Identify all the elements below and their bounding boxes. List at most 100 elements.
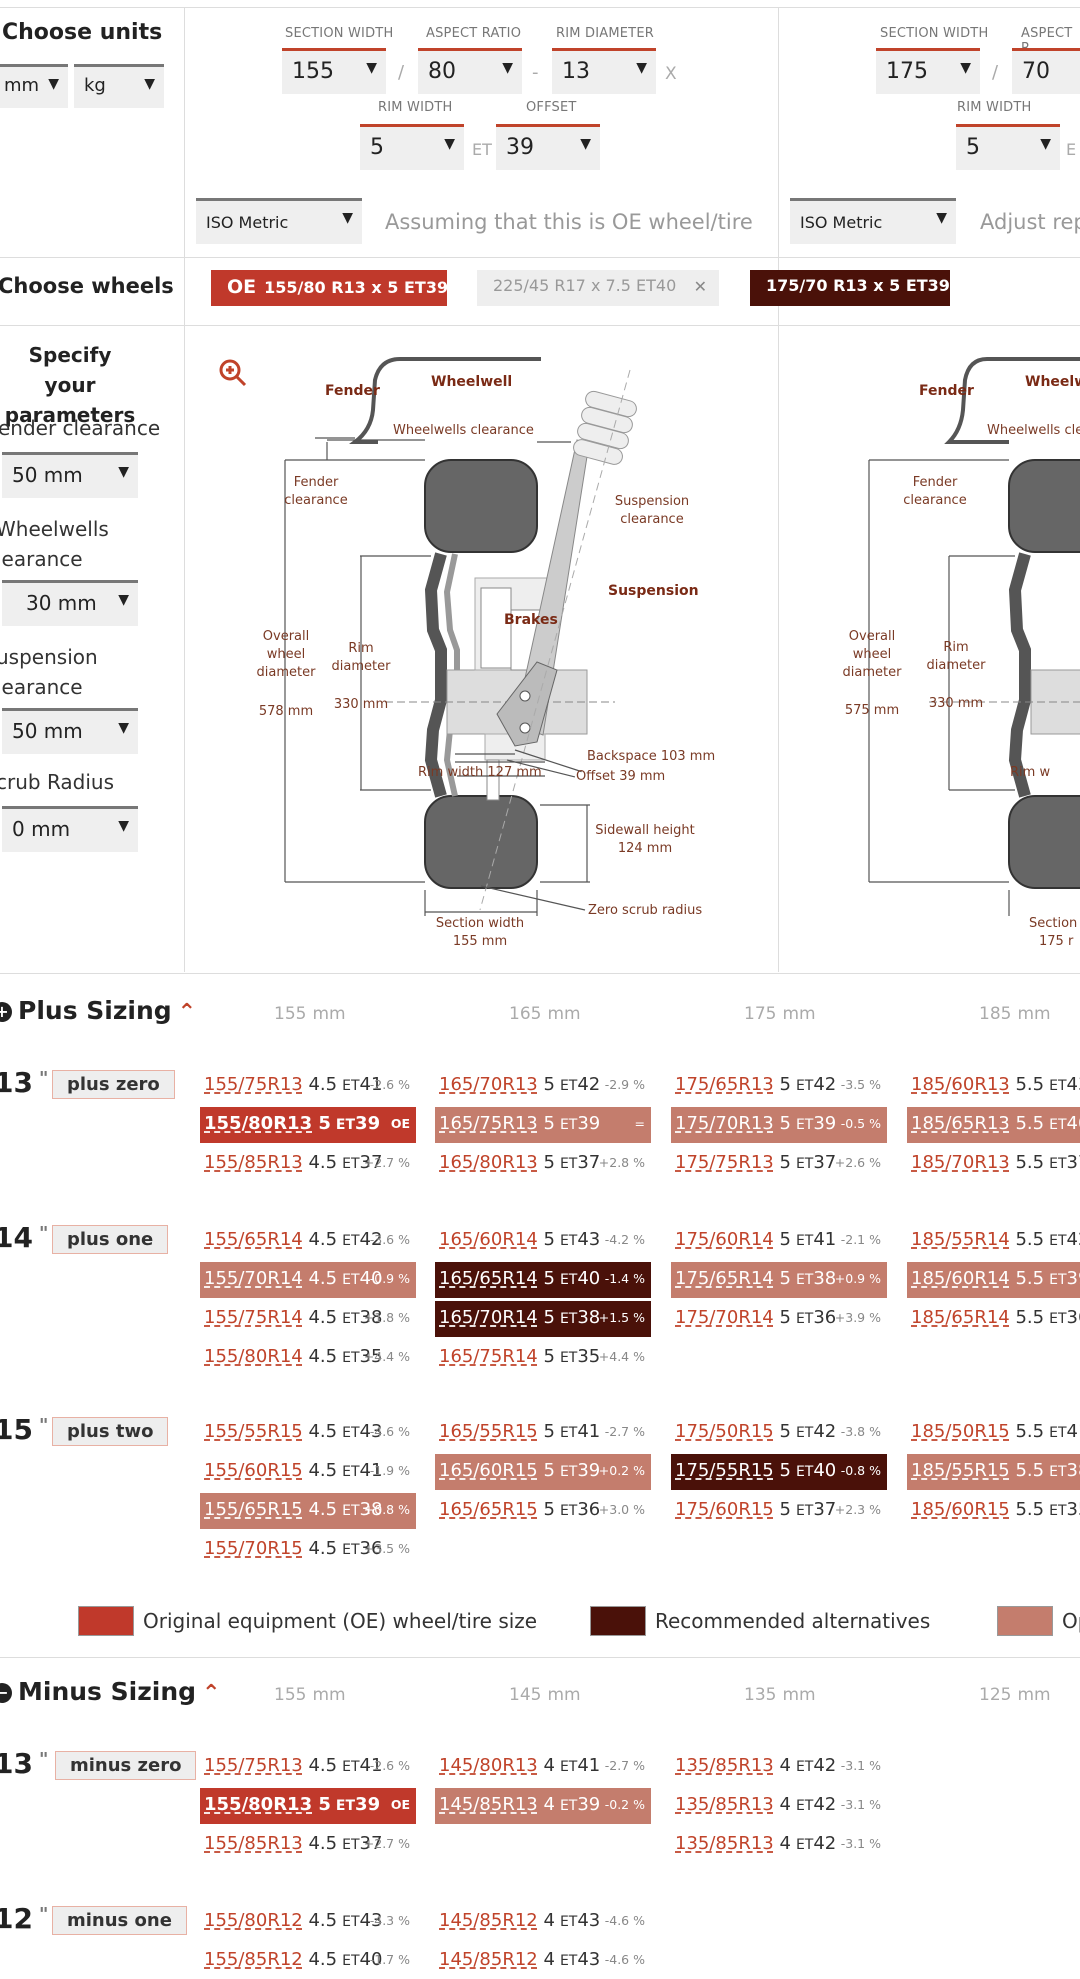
et-label: ET	[795, 1078, 814, 1094]
length-unit-select[interactable]: mm▼	[0, 64, 68, 108]
deviation-value: -4.6 %	[604, 1913, 645, 1928]
deviation-value: -4.6 %	[369, 1424, 410, 1439]
selected-wheel-chip[interactable]: 175/70 R13 x 5 ET39	[750, 270, 950, 306]
wheel-diagram-2: Fender Wheelw Wheelwells cle Fender clea…	[843, 357, 1080, 949]
wheelwells-clearance-select[interactable]: 30 mm▼	[2, 580, 138, 626]
alt-wheel-chip[interactable]: 225/45 R17 x 7.5 ET40✕	[477, 270, 719, 306]
et-label: ET	[795, 1156, 814, 1172]
offset-value: 36	[359, 1538, 383, 1559]
diagram-label: 578 mm	[259, 704, 313, 719]
offset-select[interactable]: 39▼	[496, 124, 600, 170]
offset-value: 38	[359, 1499, 383, 1520]
close-icon[interactable]: ✕	[693, 277, 707, 296]
tire-size-link: 175/60R14	[675, 1229, 774, 1250]
standard-select-2[interactable]: ISO Metric▼	[790, 198, 956, 244]
rim-width-value: 4	[543, 1949, 555, 1970]
rim-diameter-select[interactable]: 13▼	[552, 48, 656, 94]
tire-size-link: 155/55R15	[204, 1421, 303, 1442]
section-width-select[interactable]: 155▼	[282, 48, 386, 94]
rim-width-select[interactable]: 5▼	[360, 124, 464, 170]
fender-clearance-select[interactable]: 50 mm▼	[2, 452, 138, 498]
deviation-value: -4.3 %	[369, 1913, 410, 1928]
tire-size-link: 165/60R15	[439, 1460, 538, 1481]
section-width-select-2[interactable]: 175▼	[876, 48, 980, 94]
tire-size-link: 145/80R13	[439, 1755, 538, 1776]
rim-width-value: 5.5	[1015, 1229, 1045, 1250]
minus-title[interactable]: −Minus Sizing⌃	[0, 1677, 220, 1706]
weight-unit-select[interactable]: kg▼	[74, 64, 164, 108]
diagram-label: wheel	[853, 647, 891, 662]
rim-diameter-label: RIM DIAMETER	[556, 26, 654, 41]
chevron-up-icon[interactable]: ⌃	[202, 1681, 221, 1706]
aspect-ratio-select-2[interactable]: 70	[1012, 48, 1080, 94]
chevron-up-icon[interactable]: ⌃	[177, 1000, 197, 1025]
tire-size-link: 175/50R15	[675, 1421, 774, 1442]
zoom-icon[interactable]	[219, 359, 247, 387]
deviation-value: -3.1 %	[840, 1758, 881, 1773]
et-label: ET	[342, 1233, 360, 1249]
offset-value: 40	[359, 1268, 383, 1289]
suspension-clearance-select[interactable]: 50 mm▼	[2, 708, 138, 754]
rim-size-label: 13"	[0, 1747, 48, 1780]
et-label: ET	[559, 1272, 578, 1288]
standard-select[interactable]: ISO Metric▼	[196, 198, 362, 244]
scrub-radius-select[interactable]: 0 mm▼	[2, 806, 138, 852]
rim-width-select-2[interactable]: 5▼	[956, 124, 1060, 170]
et-label: ET	[342, 1425, 360, 1441]
aspect-ratio-select[interactable]: 80▼	[418, 48, 522, 94]
plus-title[interactable]: +Plus Sizing⌃	[0, 996, 196, 1025]
